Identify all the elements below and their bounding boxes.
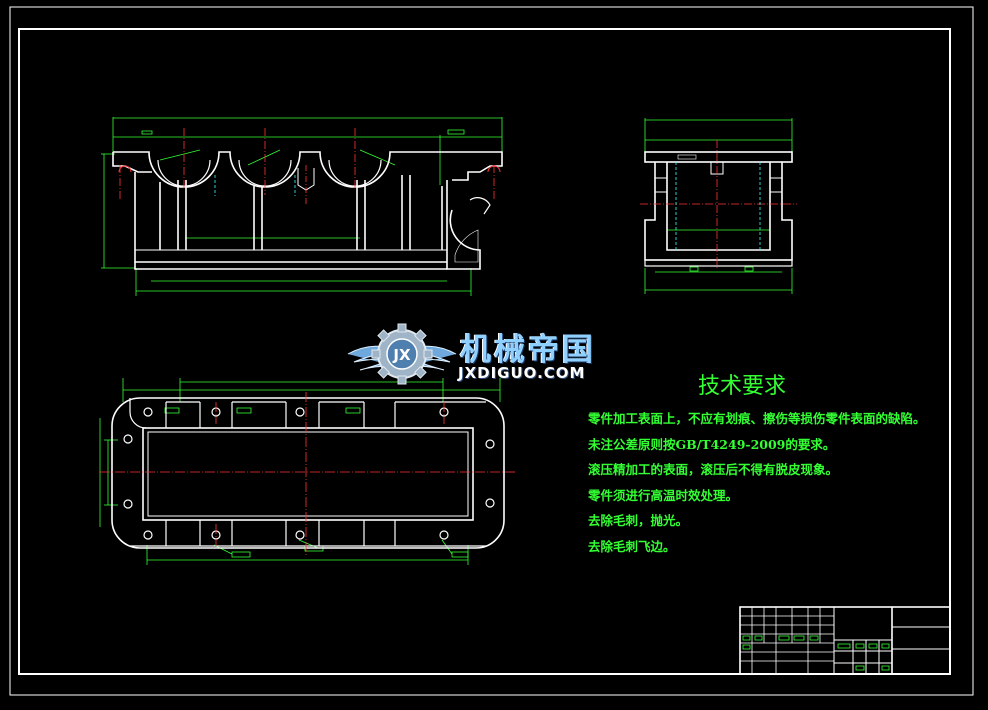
drawing-frame	[18, 28, 951, 675]
tech-requirement-item: 未注公差原则按GB/T4249-2009的要求。	[588, 436, 836, 452]
brand-domain: JXDIGUO.COM	[458, 364, 586, 382]
tech-requirement-item: 滚压精加工的表面，滚压后不得有脱皮现象。	[588, 462, 839, 477]
sheet-trim-border	[9, 6, 974, 696]
tech-requirement-item: 去除毛刺，抛光。	[588, 513, 689, 528]
side-view	[640, 118, 797, 294]
tech-requirements-list: 零件加工表面上，不应有划痕、擦伤等损伤零件表面的缺陷。 未注公差原则按GB/T4…	[588, 406, 926, 559]
front-view	[101, 117, 503, 296]
gear-wings-logo-icon: JX	[347, 323, 457, 385]
plan-view	[99, 378, 515, 565]
watermark: JX 机械帝国 JXDIGUO.COM	[346, 322, 646, 388]
title-block	[739, 606, 951, 675]
brand-chinese: 机械帝国	[460, 332, 596, 368]
tech-requirement-item: 零件须进行高温时效处理。	[588, 487, 739, 503]
tech-requirement-item: 零件加工表面上，不应有划痕、擦伤等损伤零件表面的缺陷。	[588, 411, 926, 426]
tech-requirement-item: 去除毛刺飞边。	[588, 538, 676, 554]
logo-monogram: JX	[392, 346, 411, 364]
tech-requirements-title: 技术要求	[698, 374, 787, 399]
